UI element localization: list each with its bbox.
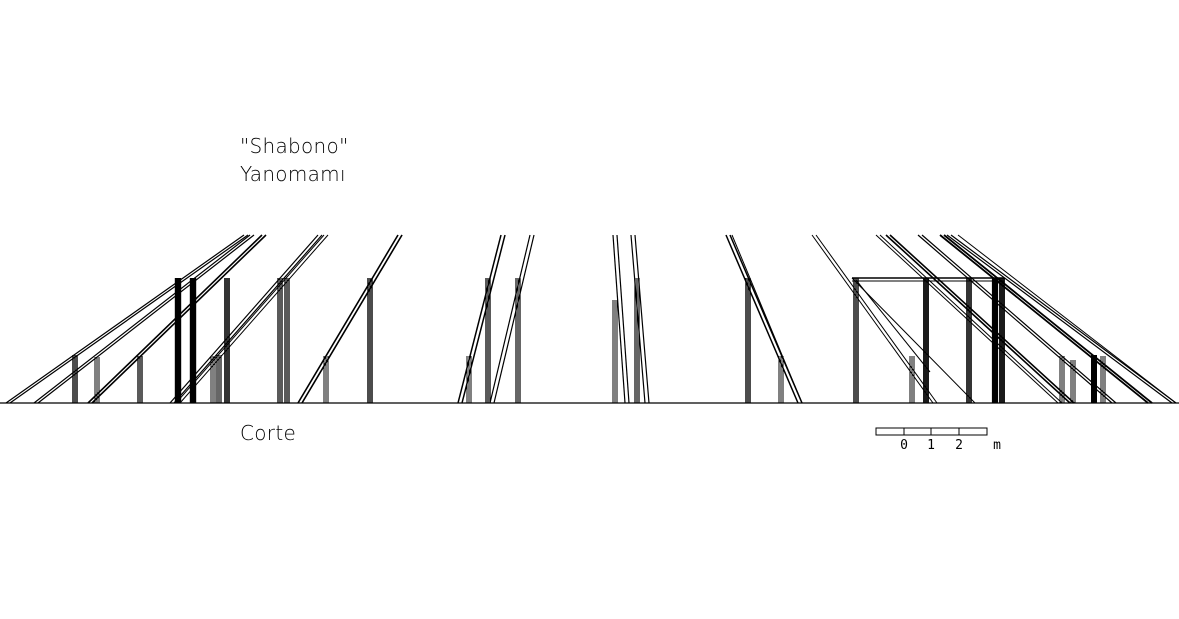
roof-rafter <box>885 234 1071 404</box>
roof-rafter <box>489 234 531 404</box>
roof-rafter <box>921 234 1117 404</box>
roof-rafter <box>630 234 646 404</box>
roof-rafter <box>811 234 934 404</box>
roof-rafter <box>5 234 245 404</box>
scale-bar <box>875 427 988 436</box>
roof-rafter <box>939 234 1149 404</box>
brace <box>851 277 976 404</box>
roof-rafter <box>493 234 535 404</box>
roof-rafter <box>634 234 650 404</box>
roof-rafter <box>33 234 251 404</box>
roof-rafter <box>173 234 323 404</box>
roof-rafter <box>957 234 1177 404</box>
roof-rafter <box>725 234 799 404</box>
roof-rafter <box>943 234 1153 404</box>
scale-bar-segment <box>875 427 905 436</box>
roof-rafter <box>950 234 1177 404</box>
roof-rafter <box>612 234 626 404</box>
roof-rafter <box>301 234 403 404</box>
scale-bar-segment <box>903 427 932 436</box>
roof-rafter <box>616 234 630 404</box>
roof-rafter <box>9 234 249 404</box>
scale-bar-segment <box>930 427 960 436</box>
shelter-structure <box>5 234 1177 404</box>
scale-tick-label: 2 <box>955 438 963 453</box>
section-caption: Corte <box>240 421 297 445</box>
roof-rafter <box>731 234 803 404</box>
scale-bar-segment <box>958 427 988 436</box>
scale-unit-label: m <box>993 438 1001 453</box>
scale-tick-label: 1 <box>927 438 935 453</box>
roof-rafter <box>461 234 506 404</box>
roof-rafter <box>815 234 938 404</box>
roof-rafter <box>37 234 255 404</box>
roof-rafter <box>457 234 502 404</box>
drawing-title: "Shabono" <box>240 134 349 158</box>
roof-rafter <box>179 234 329 404</box>
brace <box>855 279 931 373</box>
scale-tick-label: 0 <box>900 438 908 453</box>
drawing-subtitle: Yanomamı <box>240 162 346 186</box>
roof-rafter <box>889 234 1075 404</box>
roof-rafter <box>297 234 399 404</box>
roof-rafter <box>946 234 1173 404</box>
roof-rafter <box>175 234 325 404</box>
roof-rafter <box>917 234 1113 404</box>
